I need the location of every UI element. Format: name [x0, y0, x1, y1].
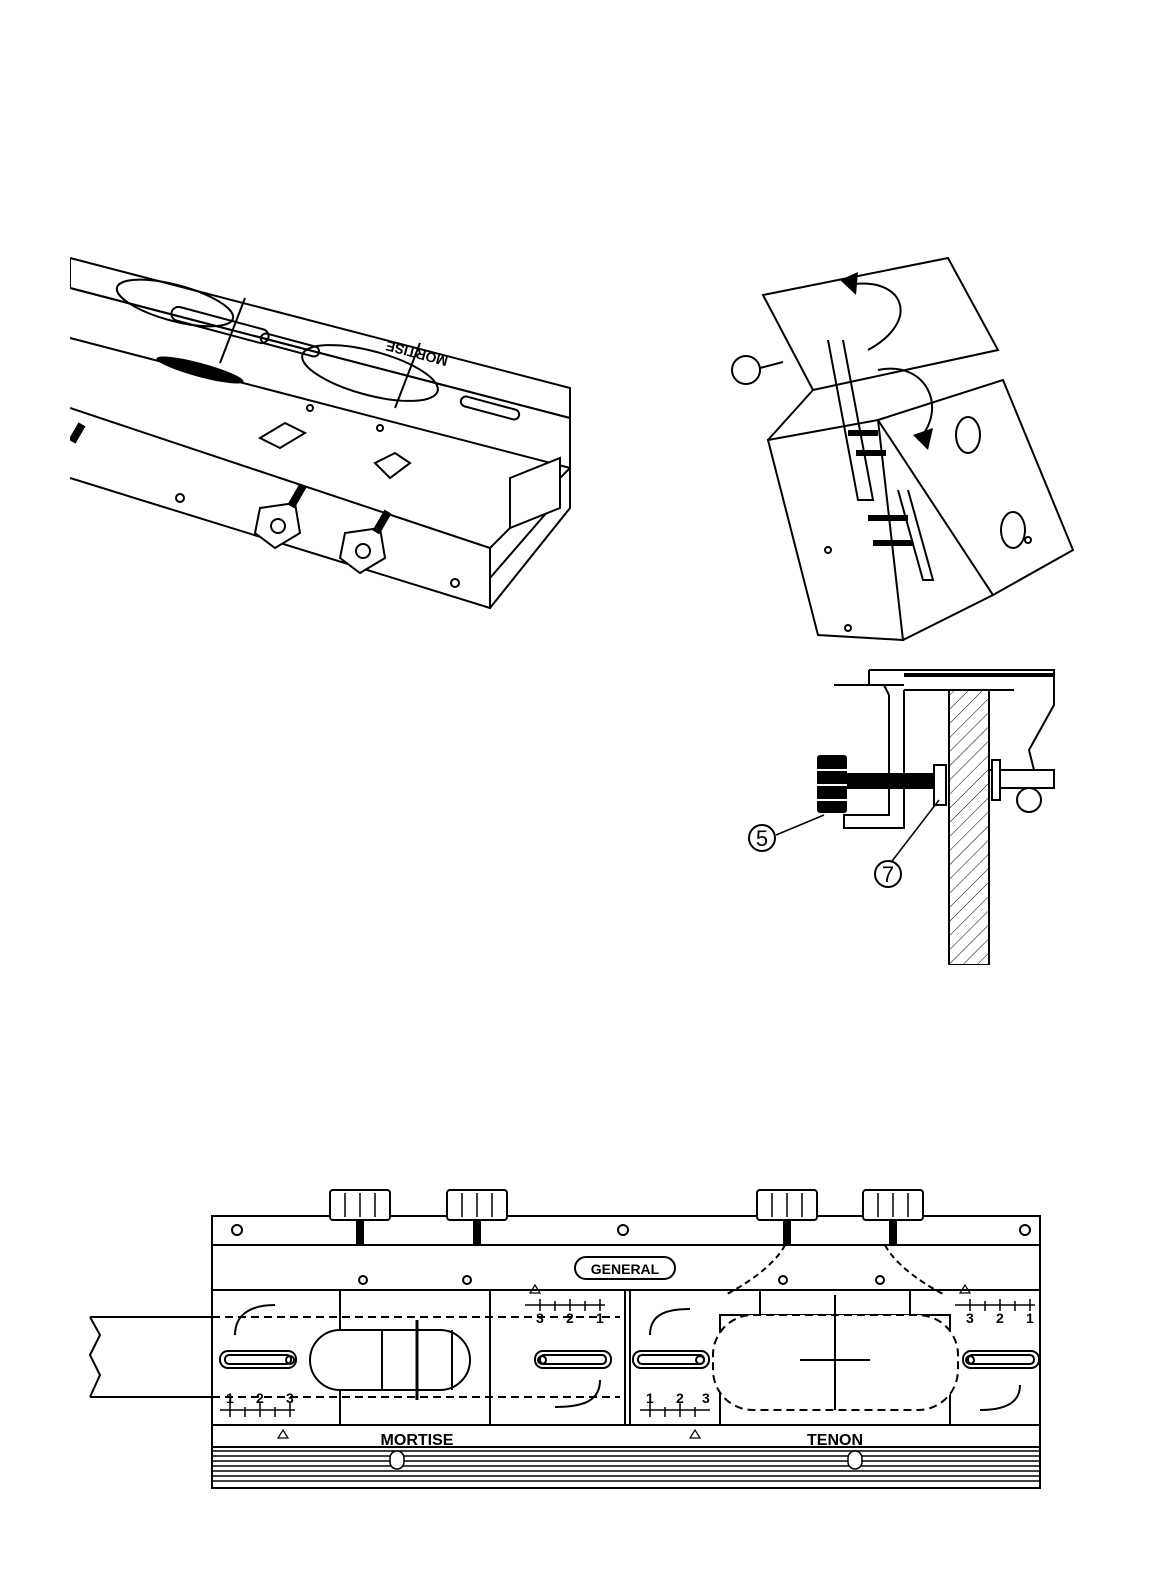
scale-left-top-2: 2 — [566, 1310, 574, 1326]
jig-front-view-figure: 1 2 3 3 2 1 1 2 3 3 2 1 GENERAL MORTISE … — [85, 1185, 1045, 1490]
front-tenon-label: TENON — [807, 1432, 863, 1449]
scale-left-top-1: 1 — [596, 1310, 604, 1326]
scale-right-bottom-2: 2 — [676, 1390, 684, 1406]
front-mortise-label: MORTISE — [381, 1432, 454, 1449]
scale-right-top-2: 2 — [996, 1310, 1004, 1326]
scale-right-bottom-3: 3 — [702, 1390, 710, 1406]
clamp-section-figure: 5 7 — [744, 660, 1084, 965]
scale-left-bottom-1: 1 — [226, 1390, 234, 1406]
plate-flip-figure — [728, 250, 1088, 650]
callout-7-label: 7 — [882, 862, 894, 887]
jig-perspective-figure: MORTISE — [70, 248, 590, 628]
scale-right-bottom-1: 1 — [646, 1390, 654, 1406]
scale-left-bottom-2: 2 — [256, 1390, 264, 1406]
scale-right-top-3: 3 — [966, 1310, 974, 1326]
brand-logo-text: GENERAL — [591, 1261, 660, 1277]
callout-5-label: 5 — [756, 826, 768, 851]
flip-callout-circle — [732, 356, 760, 384]
scale-right-top-1: 1 — [1026, 1310, 1034, 1326]
scale-left-bottom-3: 3 — [286, 1390, 294, 1406]
scale-left-top-3: 3 — [536, 1310, 544, 1326]
